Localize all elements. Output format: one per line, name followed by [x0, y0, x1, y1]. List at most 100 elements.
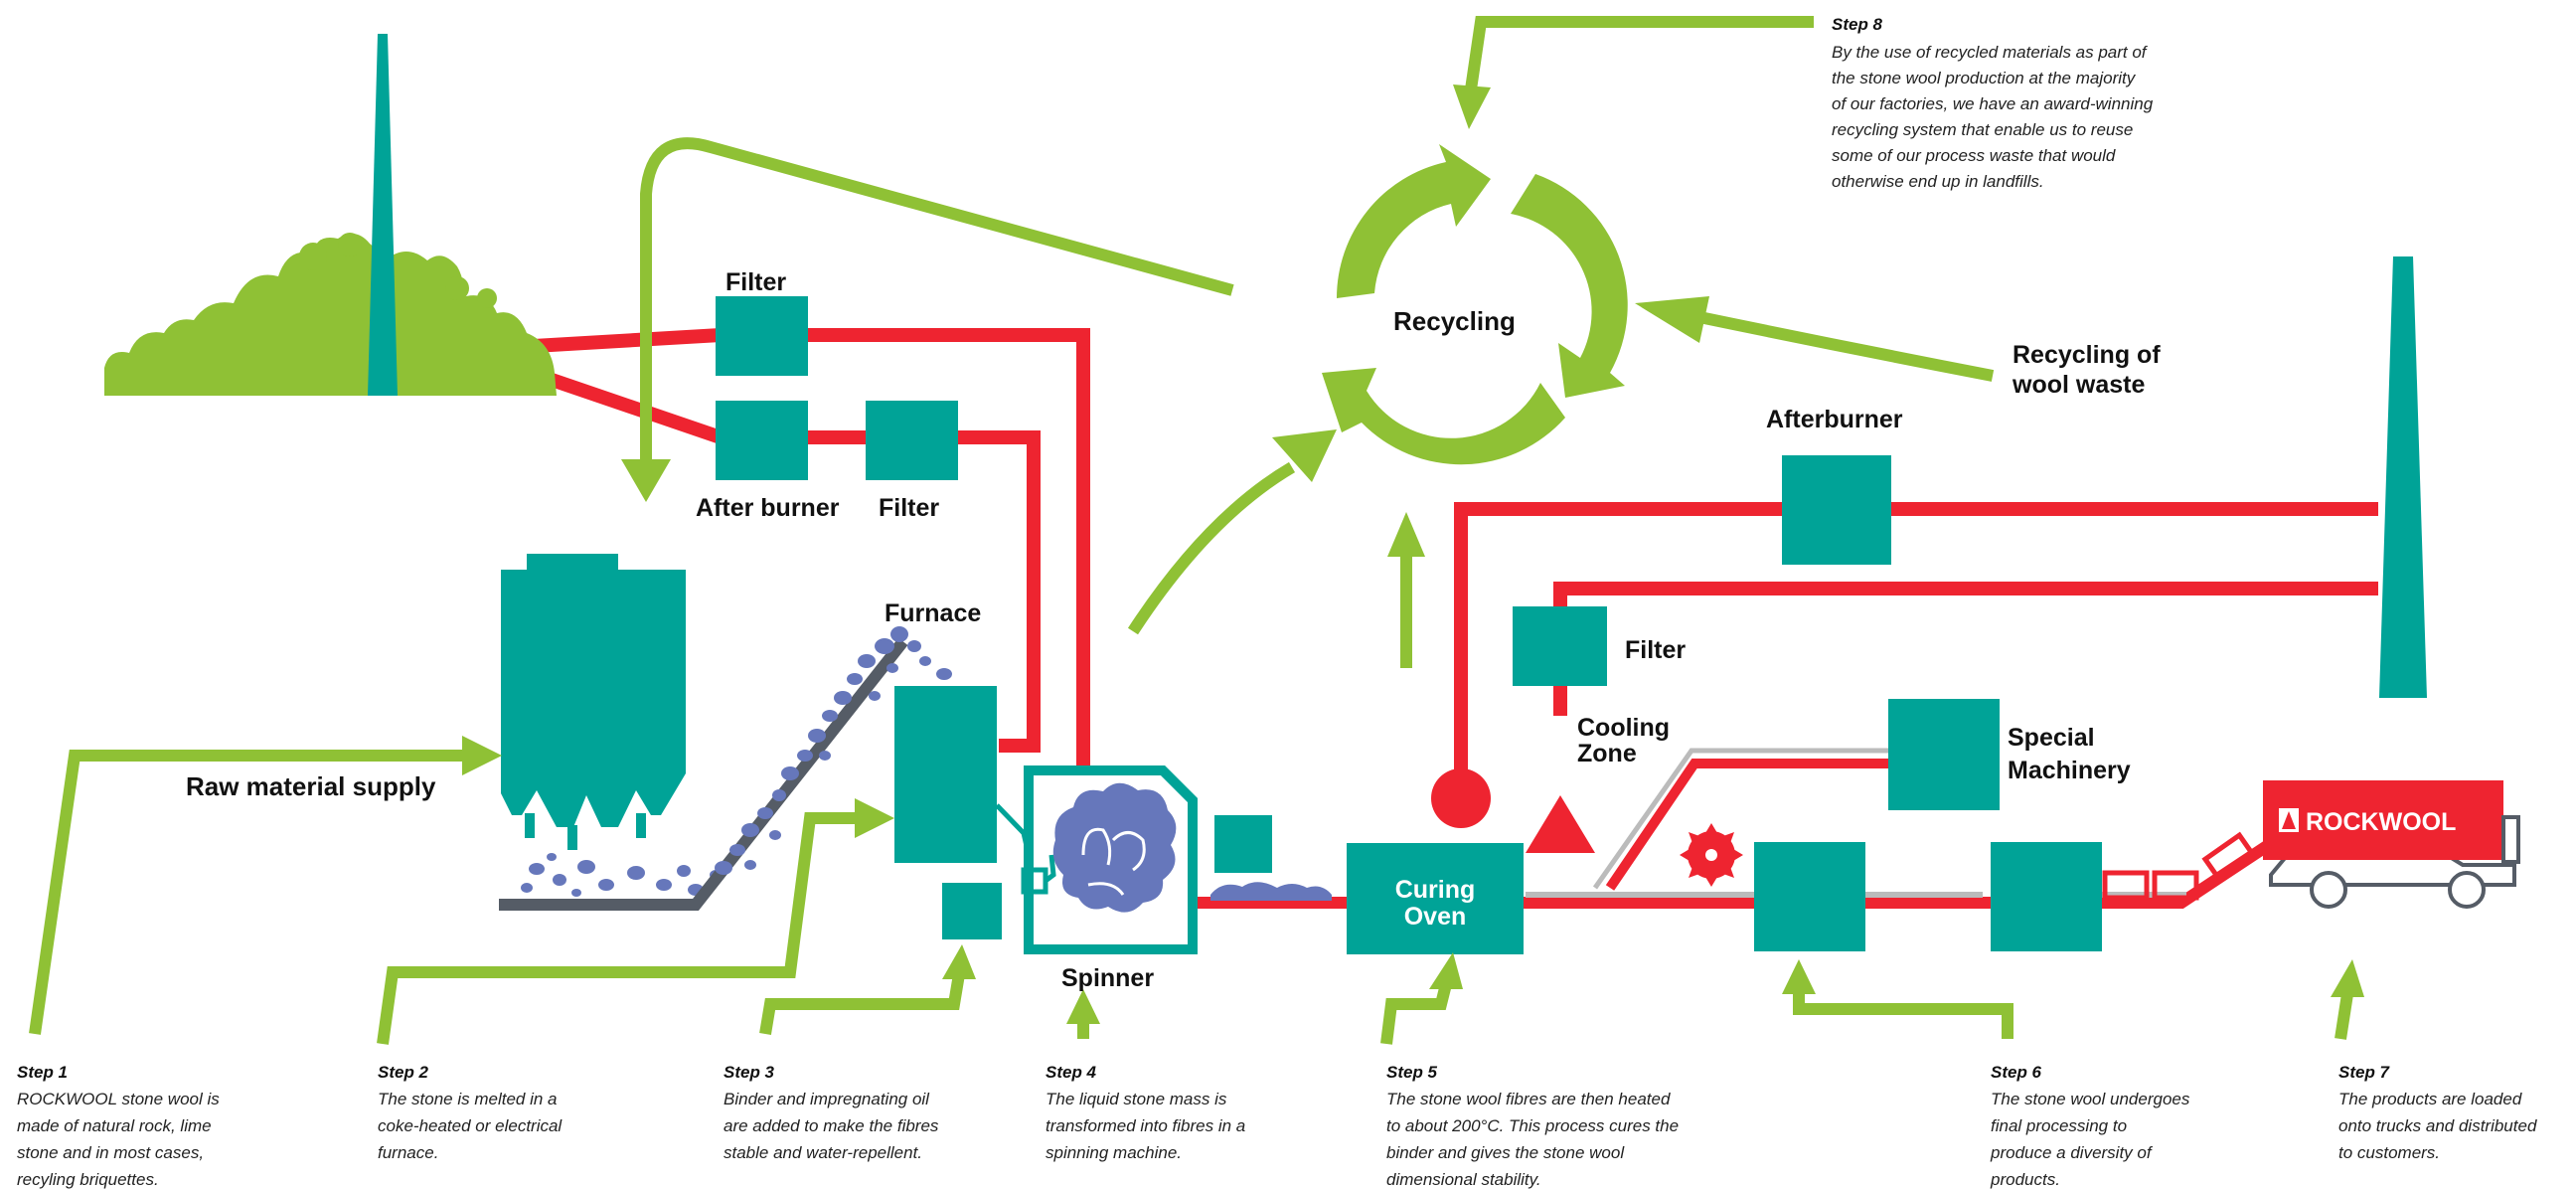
- step-7-title: Step 7: [2338, 1063, 2391, 1082]
- step-5-title: Step 5: [1386, 1063, 1438, 1082]
- arrowhead-silo: [621, 459, 671, 502]
- arrowhead-step4: [1066, 989, 1100, 1024]
- label-spinner: Spinner: [1061, 964, 1154, 992]
- step-2: Step 2 The stone is melted in a coke-hea…: [378, 1063, 563, 1162]
- arrow-step8-line: [1465, 16, 1814, 90]
- label-filter-top: Filter: [725, 268, 786, 296]
- processing-box-2: [1991, 842, 2102, 951]
- pipe-filter-to-spinner: [807, 328, 1090, 775]
- step-5-line: to about 200°C. This process cures the: [1386, 1116, 1679, 1135]
- arrowhead-spinner-to-recycling: [1272, 429, 1337, 482]
- filter-mid-box: [866, 401, 958, 480]
- arrow-wool-waste-line: [1702, 312, 1995, 382]
- green-arrowheads: [462, 85, 2364, 1024]
- conveyor-stones-icon: [715, 626, 952, 875]
- truck-brand-text: ROCKWOOL: [2306, 808, 2456, 836]
- step-4-title: Step 4: [1046, 1063, 1097, 1082]
- label-afterburner-right: Afterburner: [1766, 406, 1903, 433]
- step-7: Step 7 The products are loaded onto truc…: [2338, 1063, 2537, 1162]
- raw-stones-icon: [521, 853, 722, 897]
- green-flow-arrows: [29, 16, 2353, 1045]
- chimney-left-icon: [368, 34, 398, 396]
- binder-box: [942, 883, 1002, 939]
- arrow-step1-line: [29, 750, 467, 1035]
- chimney-right-icon: [2379, 256, 2427, 698]
- arrowhead-step6: [1782, 959, 1816, 994]
- step-6-title: Step 6: [1991, 1063, 2042, 1082]
- step-7-line: onto trucks and distributed: [2338, 1116, 2537, 1135]
- curing-oven-box: [1347, 843, 1524, 954]
- step-6-line: final processing to: [1991, 1116, 2127, 1135]
- wool-pile-icon: [1210, 882, 1332, 901]
- product-packs-icon: [2102, 831, 2258, 901]
- truck-icon: [2263, 780, 2520, 909]
- pipe-stack-to-filter: [516, 328, 722, 354]
- cooling-zone-hood-icon: [1526, 795, 1595, 853]
- special-machinery-feed: [1605, 759, 1893, 891]
- step-8-line: the stone wool production at the majorit…: [1832, 69, 2137, 87]
- step-1-title: Step 1: [17, 1063, 68, 1082]
- step-3-line: Binder and impregnating oil: [724, 1090, 930, 1108]
- step-1-line: ROCKWOOL stone wool is: [17, 1090, 220, 1108]
- silo-icon: [501, 554, 686, 850]
- arrowhead-step3: [942, 944, 976, 979]
- arrow-step6-line: [1793, 989, 2013, 1039]
- step-3-line: are added to make the fibres: [724, 1116, 939, 1135]
- label-special-machinery-1: Special: [2008, 724, 2095, 752]
- step-8-line: some of our process waste that would: [1832, 146, 2116, 165]
- after-burner-box: [716, 401, 808, 480]
- saw-blade-icon: [1680, 823, 1743, 887]
- pipe-oven-to-afterburner: [1454, 502, 1784, 795]
- arrow-step5-line: [1380, 982, 1452, 1045]
- oven-exhaust-node: [1431, 768, 1491, 828]
- conveyor-belt-icon: [499, 637, 908, 911]
- processing-box-1: [1754, 842, 1865, 951]
- step-3: Step 3 Binder and impregnating oil are a…: [724, 1063, 939, 1162]
- label-raw-material-supply: Raw material supply: [186, 771, 436, 801]
- step-4-line: transformed into fibres in a: [1046, 1116, 1245, 1135]
- step-8-title: Step 8: [1832, 15, 1883, 34]
- step-6-line: produce a diversity of: [1990, 1143, 2154, 1162]
- step-1-line: made of natural rock, lime: [17, 1116, 212, 1135]
- arrow-step2-line: [377, 812, 860, 1045]
- arrowhead-step1: [462, 736, 502, 775]
- step-1: Step 1 ROCKWOOL stone wool is made of na…: [17, 1063, 220, 1189]
- label-recycling-wool-waste-2: wool waste: [2012, 371, 2145, 399]
- step-5: Step 5 The stone wool fibres are then he…: [1386, 1063, 1679, 1189]
- step-6: Step 6 The stone wool undergoes final pr…: [1990, 1063, 2190, 1189]
- step-2-line: The stone is melted in a: [378, 1090, 557, 1108]
- step-2-line: furnace.: [378, 1143, 438, 1162]
- label-cooling-zone-1: Cooling: [1577, 714, 1670, 742]
- label-furnace: Furnace: [885, 599, 981, 627]
- pipe-filter-to-furnace: [956, 430, 1041, 753]
- step-8-line: recycling system that enable us to reuse: [1832, 120, 2133, 139]
- step-8-line: of our factories, we have an award-winni…: [1832, 94, 2154, 113]
- grey-conveyor-upper: [1592, 748, 1893, 890]
- step-4-line: The liquid stone mass is: [1046, 1090, 1227, 1108]
- arrow-step7-line: [2334, 993, 2353, 1040]
- step-6-line: The stone wool undergoes: [1991, 1090, 2190, 1108]
- recycling-arrows-icon: [1322, 144, 1628, 465]
- landscape: [104, 34, 557, 396]
- collector-box: [1214, 815, 1272, 873]
- shrubs-icon: [104, 234, 557, 396]
- arrowhead-step5: [1429, 952, 1463, 989]
- arrowhead-step2: [855, 798, 894, 838]
- filter-top-box: [716, 296, 808, 376]
- label-curing-oven-1: Curing: [1395, 876, 1476, 904]
- arrow-spinner-to-recycling-line: [1127, 461, 1296, 635]
- label-filter-mid: Filter: [879, 494, 939, 522]
- label-special-machinery-2: Machinery: [2008, 757, 2131, 784]
- step-5-line: binder and gives the stone wool: [1386, 1143, 1625, 1162]
- step-4-line: spinning machine.: [1046, 1143, 1182, 1162]
- arrowhead-oven-to-recycling: [1387, 512, 1425, 557]
- step-5-line: dimensional stability.: [1386, 1170, 1541, 1189]
- fibre-swirl-icon: [1081, 827, 1146, 896]
- arrow-recycle-to-silo-line: [640, 137, 1234, 467]
- step-8: Step 8 By the use of recycled materials …: [1832, 15, 2154, 191]
- afterburner-right-box: [1782, 455, 1891, 565]
- arrowhead-wool-waste: [1635, 296, 1709, 343]
- label-recycling: Recycling: [1393, 306, 1516, 336]
- arrowhead-step7: [2331, 959, 2364, 997]
